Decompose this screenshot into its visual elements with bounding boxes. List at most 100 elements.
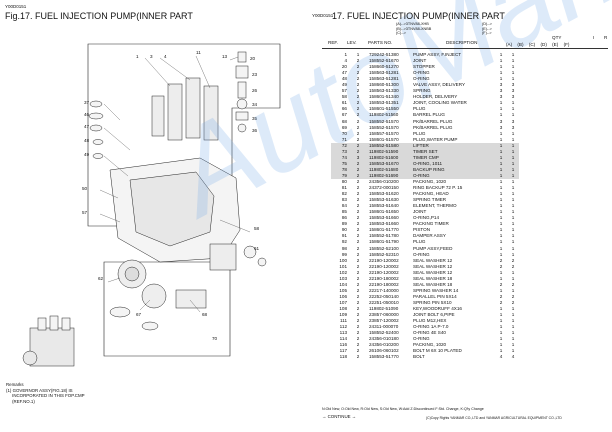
row-level: 2 <box>356 336 360 342</box>
row-level: 2 <box>356 106 360 112</box>
row-description: SEAL WASHER 12 <box>413 263 453 269</box>
row-part-no: 23857-120002 <box>369 318 399 324</box>
row-qty-a: 1 <box>499 275 503 281</box>
row-ref: 58 <box>341 94 347 100</box>
row-level: 2 <box>356 257 360 263</box>
row-description: O-RING,P14 <box>413 215 440 221</box>
callout: 67 <box>136 312 142 317</box>
row-part-no: 729242-51380 <box>369 52 399 57</box>
row-level: 2 <box>356 118 360 124</box>
row-part-no: 158601-51550 <box>369 106 399 112</box>
row-qty-b: 2 <box>511 293 515 299</box>
row-qty-a: 1 <box>499 142 503 148</box>
row-part-no: 22217-140000 <box>369 287 399 293</box>
row-part-no: 119802-51590 <box>369 148 399 154</box>
row-description: DAMPER ASSY <box>413 233 446 239</box>
row-part-no: 158552-52400 <box>369 330 399 336</box>
row-qty-a: 1 <box>499 70 503 76</box>
row-part-no: 158553-51351 <box>369 100 399 106</box>
row-part-no: 158601-51770 <box>369 227 399 233</box>
row-ref: 4 <box>344 58 347 64</box>
continue-link[interactable]: → CONTINUE → <box>322 414 357 419</box>
row-qty-b: 1 <box>511 112 515 118</box>
row-qty-a: 1 <box>499 221 503 227</box>
model-list-left: (A)-->3TNV88-XHB (B)-->3TNV88-XNBB (C)--… <box>396 22 431 36</box>
row-qty-a: 1 <box>499 209 503 215</box>
row-part-no: 158553-51770 <box>369 354 399 360</box>
row-qty-b: 1 <box>511 330 515 336</box>
row-qty-b: 1 <box>511 312 515 318</box>
row-description: SEAL WASHER 12 <box>413 257 453 263</box>
row-part-no: 23857-060000 <box>369 312 399 318</box>
row-qty-a: 1 <box>499 245 503 251</box>
model-list-right: (D)--> (E)--> (F)--> <box>482 22 492 36</box>
callout: 23 <box>252 72 258 77</box>
row-level: 2 <box>356 221 360 227</box>
row-qty-a: 1 <box>499 239 503 245</box>
row-description: TIMER CMP <box>413 154 439 160</box>
row-description: PLUG M12,HEX <box>413 318 447 324</box>
row-qty-b: 1 <box>511 76 515 82</box>
row-description: SEAL WASHER 18 <box>413 275 453 281</box>
row-qty-b: 2 <box>511 263 515 269</box>
row-ref: 20 <box>341 64 347 70</box>
row-qty-b: 1 <box>511 172 515 178</box>
row-level: 2 <box>356 299 360 305</box>
row-ref: 48 <box>341 76 347 82</box>
col-partno: PARTS NO. <box>368 40 393 45</box>
row-level: 1 <box>356 52 360 57</box>
